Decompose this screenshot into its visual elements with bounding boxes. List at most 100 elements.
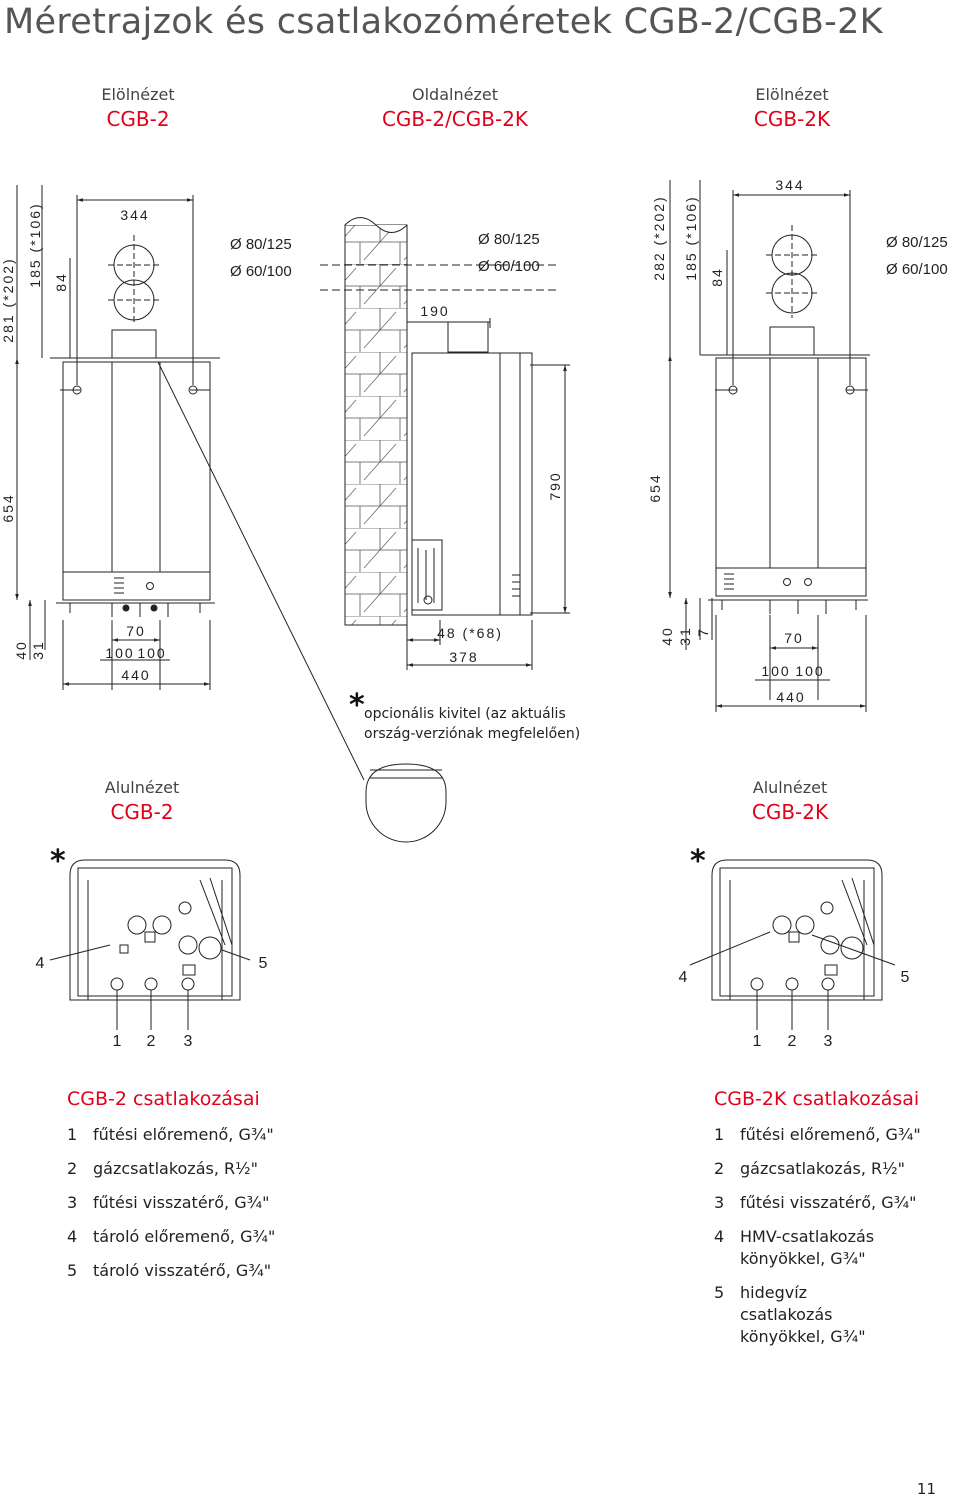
dim-70: 70 xyxy=(126,623,146,639)
item-text: gázcsatlakozás, R½" xyxy=(740,1159,905,1178)
item-number: 1 xyxy=(67,1125,78,1144)
view-name: Alulnézet xyxy=(104,778,180,797)
marker-4: 4 xyxy=(679,969,688,986)
bottom-view-cgb2 xyxy=(49,859,251,1030)
dim-48: 48 (*68) xyxy=(437,625,503,641)
marker-5: 5 xyxy=(901,969,910,986)
dim-185: 185 (*106) xyxy=(27,202,43,287)
dim-40: 40 xyxy=(659,626,675,646)
dim-790: 790 xyxy=(547,471,563,500)
dim-100a: 100 xyxy=(105,645,134,661)
marker-2: 2 xyxy=(788,1033,797,1050)
dim-70: 70 xyxy=(784,630,804,646)
item-text: gázcsatlakozás, R½" xyxy=(93,1159,258,1178)
dim-31: 31 xyxy=(677,626,693,646)
item-number: 3 xyxy=(67,1193,78,1212)
optional-version-note: opcionális kivitel (az aktuális ország-v… xyxy=(364,704,580,744)
view-model: CGB-2K xyxy=(753,107,831,131)
dim-84: 84 xyxy=(709,267,725,287)
pipe-label-80-125: Ø 80/125 xyxy=(886,234,948,251)
dim-344: 344 xyxy=(120,207,149,223)
view-name: Elölnézet xyxy=(755,85,829,104)
item-number: 2 xyxy=(714,1159,725,1178)
connections-cgb2: CGB-2 csatlakozásai 1 fűtési előremenő, G… xyxy=(67,1088,293,1294)
page-title: Méretrajzok és csatlakozóméretek CGB-2/C… xyxy=(4,2,883,42)
note-line: ország-verziónak megfelelően) xyxy=(364,726,581,742)
item-text: fűtési előremenő, G¾" xyxy=(93,1125,274,1144)
note-line: opcionális kivitel (az aktuális xyxy=(364,706,566,722)
pipe-label-80-125: Ø 80/125 xyxy=(230,236,292,253)
dim-378: 378 xyxy=(449,649,478,665)
dim-344: 344 xyxy=(775,177,804,193)
front-view-cgb2 xyxy=(15,185,365,781)
dim-654: 654 xyxy=(0,493,16,522)
dim-190: 190 xyxy=(420,303,449,319)
marker-4: 4 xyxy=(36,955,45,972)
item-number: 2 xyxy=(67,1159,78,1178)
bottom-view-cgb2k xyxy=(689,859,896,1030)
item-number: 1 xyxy=(714,1125,725,1144)
connections-title: CGB-2 csatlakozásai xyxy=(67,1088,260,1110)
item-text: fűtési visszatérő, G¾" xyxy=(740,1193,917,1212)
item-text: tároló visszatérő, G¾" xyxy=(93,1261,272,1280)
item-number: 5 xyxy=(67,1261,78,1280)
dim-84: 84 xyxy=(53,272,69,292)
dim-100b: 100 xyxy=(137,645,166,661)
dim-31: 31 xyxy=(30,640,46,660)
dim-40: 40 xyxy=(13,640,29,660)
item-number: 3 xyxy=(714,1193,725,1212)
marker-5: 5 xyxy=(259,955,268,972)
side-view xyxy=(320,217,570,843)
view-label-front-right: Elölnézet CGB-2K xyxy=(732,85,852,131)
view-label-front-left: Elölnézet CGB-2 xyxy=(78,85,198,131)
list-item: 1 fűtési előremenő, G¾" xyxy=(714,1124,940,1146)
list-item: 3 fűtési visszatérő, G¾" xyxy=(67,1192,293,1214)
marker-1: 1 xyxy=(113,1033,122,1050)
list-item: 5 tároló visszatérő, G¾" xyxy=(67,1260,293,1282)
item-number: 4 xyxy=(714,1227,725,1246)
dim-100a: 100 xyxy=(761,663,790,679)
pipe-label-60-100: Ø 60/100 xyxy=(230,263,292,280)
item-text: hidegvíz csatlakozás könyökkel, G¾" xyxy=(740,1283,866,1346)
pipe-label-80-125: Ø 80/125 xyxy=(478,231,540,248)
item-text: fűtési visszatérő, G¾" xyxy=(93,1193,270,1212)
item-text: fűtési előremenő, G¾" xyxy=(740,1125,921,1144)
item-text: tároló előremenő, G¾" xyxy=(93,1227,276,1246)
list-item: 2 gázcsatlakozás, R½" xyxy=(67,1158,293,1180)
dim-282: 282 (*202) xyxy=(651,195,667,280)
dim-654: 654 xyxy=(647,473,663,502)
dim-7: 7 xyxy=(695,627,711,637)
page-number: 11 xyxy=(916,1480,936,1498)
list-item: 3 fűtési visszatérő, G¾" xyxy=(714,1192,940,1214)
view-name: Alulnézet xyxy=(752,778,828,797)
view-model: CGB-2 xyxy=(106,107,170,131)
dim-440: 440 xyxy=(776,689,805,705)
front-view-cgb2k xyxy=(668,180,870,712)
pipe-label-60-100: Ø 60/100 xyxy=(886,261,948,278)
view-model: CGB-2K xyxy=(751,800,829,824)
list-item: 4 HMV-csatlakozás könyökkel, G¾" xyxy=(714,1226,940,1270)
list-item: 1 fűtési előremenő, G¾" xyxy=(67,1124,293,1146)
marker-3: 3 xyxy=(824,1033,833,1050)
list-item: 2 gázcsatlakozás, R½" xyxy=(714,1158,940,1180)
dim-185: 185 (*106) xyxy=(683,195,699,280)
dim-440: 440 xyxy=(121,667,150,683)
dim-281: 281 (*202) xyxy=(0,257,16,342)
connections-title: CGB-2K csatlakozásai xyxy=(714,1088,920,1110)
pipe-label-60-100: Ø 60/100 xyxy=(478,258,540,275)
marker-3: 3 xyxy=(184,1033,193,1050)
list-item: 4 tároló előremenő, G¾" xyxy=(67,1226,293,1248)
note-asterisk: * xyxy=(349,688,365,723)
dim-100b: 100 xyxy=(795,663,824,679)
connections-cgb2k: CGB-2K csatlakozásai 1 fűtési előremenő, … xyxy=(714,1088,940,1360)
item-number: 4 xyxy=(67,1227,78,1246)
view-name: Oldalnézet xyxy=(412,85,498,104)
view-name: Elölnézet xyxy=(101,85,175,104)
marker-1: 1 xyxy=(753,1033,762,1050)
marker-2: 2 xyxy=(147,1033,156,1050)
technical-drawing: 281 (*202) 185 (*106) 84 344 654 40 31 7… xyxy=(0,177,948,1050)
view-label-side: Oldalnézet CGB-2/CGB-2K xyxy=(365,85,545,131)
view-label-bottom-right: Alulnézet CGB-2K xyxy=(730,778,850,824)
item-text: HMV-csatlakozás könyökkel, G¾" xyxy=(740,1227,875,1268)
